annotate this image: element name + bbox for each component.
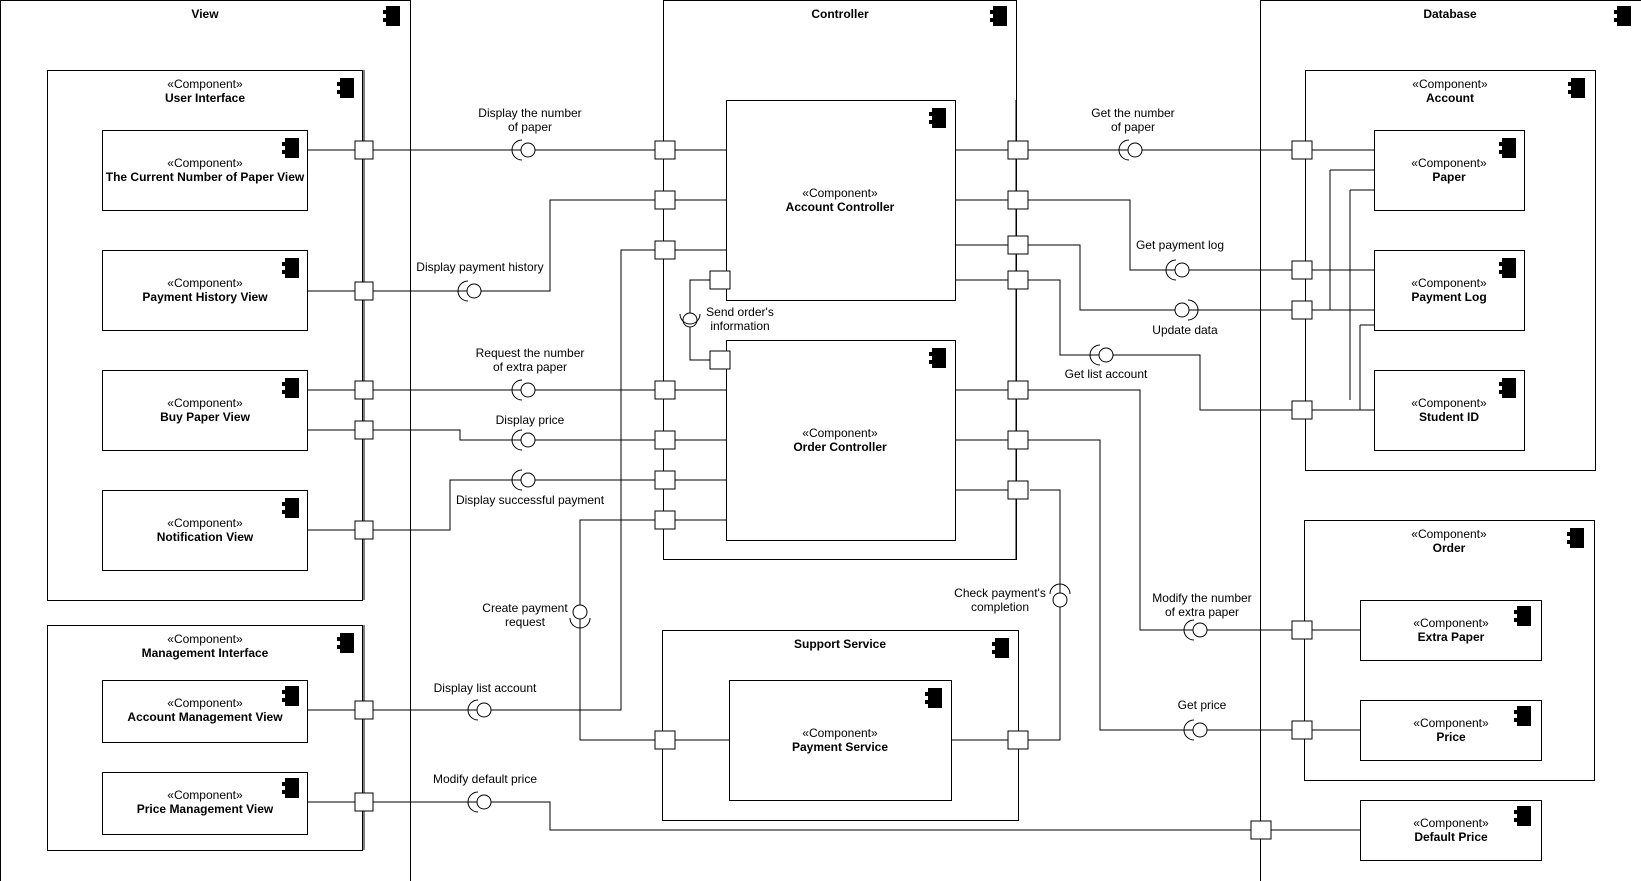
stereotype: «Component» xyxy=(1413,616,1489,630)
order-controller-title: Order Controller xyxy=(793,440,887,454)
student-id-component: «Component» Student ID xyxy=(1374,370,1525,451)
buy-paper-view-title: Buy Paper View xyxy=(160,410,250,424)
account-management-view-component: «Component» Account Management View xyxy=(102,680,308,743)
price-management-view-component: «Component» Price Management View xyxy=(102,772,308,835)
label-display-number-paper-2: of paper xyxy=(508,120,552,134)
price-management-view-title: Price Management View xyxy=(137,802,274,816)
label-modify-default-price: Modify default price xyxy=(433,772,537,786)
payment-service-component: «Component» Payment Service xyxy=(729,680,952,801)
account-management-view-title: Account Management View xyxy=(127,710,283,724)
payment-service-title: Payment Service xyxy=(792,740,888,754)
ports xyxy=(354,140,1313,840)
account-controller-component: «Component» Account Controller xyxy=(726,100,956,301)
label-get-payment-log: Get payment log xyxy=(1136,238,1224,252)
management-interface-title: Management Interface xyxy=(142,646,269,660)
extra-paper-component: «Component» Extra Paper xyxy=(1360,600,1542,661)
payment-history-view-title: Payment History View xyxy=(142,290,268,304)
stereotype: «Component» xyxy=(1411,156,1487,170)
controller-title: Controller xyxy=(811,7,869,21)
current-paper-view-title: The Current Number of Paper View xyxy=(106,170,305,184)
notification-view-title: Notification View xyxy=(157,530,254,544)
stereotype: «Component» xyxy=(802,726,878,740)
buy-paper-view-component: «Component» Buy Paper View xyxy=(102,370,308,451)
current-paper-view-component: «Component» The Current Number of Paper … xyxy=(102,130,308,211)
account-title: Account xyxy=(1426,91,1474,105)
default-price-component: «Component» Default Price xyxy=(1360,800,1542,861)
stereotype: «Component» xyxy=(1411,276,1487,290)
payment-history-view-component: «Component» Payment History View xyxy=(102,250,308,331)
stereotype: «Component» xyxy=(167,516,243,530)
stereotype: «Component» xyxy=(1412,77,1488,91)
label-display-price: Display price xyxy=(496,413,565,427)
paper-title: Paper xyxy=(1432,170,1466,184)
database-title: Database xyxy=(1423,7,1477,21)
interface-labels: Display the number of paper Display paym… xyxy=(416,106,1251,786)
label-display-list-account: Display list account xyxy=(434,681,537,695)
stereotype: «Component» xyxy=(167,788,243,802)
view-title: View xyxy=(191,7,219,21)
stereotype: «Component» xyxy=(1413,716,1489,730)
label-check-payment-completion-1: Check payment's xyxy=(954,586,1046,600)
label-send-order-info-1: Send order's xyxy=(706,305,774,319)
label-request-extra-paper-1: Request the number xyxy=(476,346,585,360)
label-modify-extra-paper-1: Modify the number xyxy=(1152,591,1251,605)
stereotype: «Component» xyxy=(167,396,243,410)
label-request-extra-paper-2: of extra paper xyxy=(493,360,567,374)
price-component: «Component» Price xyxy=(1360,700,1542,761)
default-price-title: Default Price xyxy=(1414,830,1488,844)
stereotype: «Component» xyxy=(1413,816,1489,830)
stereotype: «Component» xyxy=(1411,527,1487,541)
user-interface-title: User Interface xyxy=(165,91,245,105)
stereotype: «Component» xyxy=(802,186,878,200)
label-display-number-paper-1: Display the number xyxy=(478,106,581,120)
stereotype: «Component» xyxy=(167,696,243,710)
label-create-payment-request-2: request xyxy=(505,615,546,629)
label-send-order-info-2: information xyxy=(710,319,769,333)
extra-paper-title: Extra Paper xyxy=(1418,630,1485,644)
order-controller-component: «Component» Order Controller xyxy=(726,340,956,541)
stereotype: «Component» xyxy=(167,276,243,290)
stereotype: «Component» xyxy=(167,156,243,170)
paper-component: «Component» Paper xyxy=(1374,130,1525,211)
stereotype: «Component» xyxy=(1411,396,1487,410)
account-controller-title: Account Controller xyxy=(786,200,895,214)
label-display-payment-history: Display payment history xyxy=(416,260,543,274)
support-service-title: Support Service xyxy=(794,637,886,651)
interface-symbols xyxy=(457,139,1208,813)
label-check-payment-completion-2: completion xyxy=(971,600,1029,614)
price-title: Price xyxy=(1436,730,1466,744)
label-display-successful-payment: Display successful payment xyxy=(456,493,605,507)
payment-log-title: Payment Log xyxy=(1411,290,1486,304)
stereotype: «Component» xyxy=(802,426,878,440)
label-get-price: Get price xyxy=(1178,698,1227,712)
label-modify-extra-paper-2: of extra paper xyxy=(1165,605,1239,619)
label-get-number-paper-2: of paper xyxy=(1111,120,1155,134)
label-create-payment-request-1: Create payment xyxy=(482,601,568,615)
order-title: Order xyxy=(1433,541,1466,555)
stereotype: «Component» xyxy=(167,632,243,646)
label-get-list-account: Get list account xyxy=(1065,367,1148,381)
stereotype: «Component» xyxy=(167,77,243,91)
notification-view-component: «Component» Notification View xyxy=(102,490,308,571)
label-get-number-paper-1: Get the number xyxy=(1091,106,1174,120)
student-id-title: Student ID xyxy=(1419,410,1479,424)
payment-log-component: «Component» Payment Log xyxy=(1374,250,1525,331)
label-update-data: Update data xyxy=(1152,323,1218,337)
